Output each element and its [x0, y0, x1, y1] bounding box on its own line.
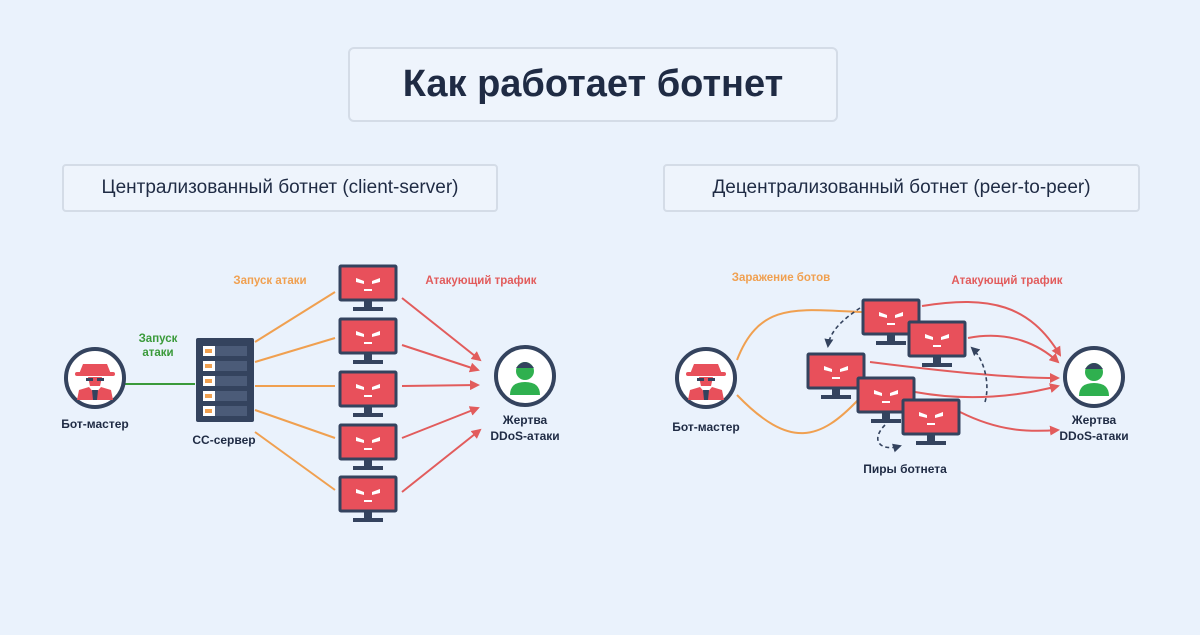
infection-lines — [736, 309, 863, 435]
victim-label-left-2: DDoS-атаки — [490, 429, 559, 443]
bot-monitor — [338, 317, 398, 366]
peer-monitor — [907, 320, 967, 369]
peer-arrows — [824, 307, 988, 453]
botmaster-label-right: Бот-мастер — [672, 420, 739, 434]
left-heading: Централизованный ботнет (client-server) — [101, 177, 459, 198]
bot-monitor — [338, 423, 398, 472]
victim-label-right-1: Жертва — [1071, 413, 1117, 427]
victim-label-left-1: Жертва — [502, 413, 548, 427]
bot-monitor — [338, 264, 398, 313]
centralized-diagram: Бот-мастер — [61, 264, 560, 524]
botmaster-avatar-right — [675, 347, 737, 409]
botmaster-label-left: Бот-мастер — [61, 417, 128, 431]
attack-arrows-right — [869, 300, 1062, 436]
botmaster-avatar-left — [64, 347, 126, 409]
infection-label: Заражение ботов — [732, 272, 830, 284]
victim-avatar-left — [494, 345, 556, 407]
launch-label-left: Запуск атаки — [233, 275, 306, 287]
attack-arrows-left — [401, 297, 482, 493]
peer-monitor — [806, 352, 866, 401]
right-heading-box: Децентрализованный ботнет (peer-to-peer) — [663, 164, 1140, 212]
bot-monitor — [338, 475, 398, 524]
launch-lines — [254, 291, 336, 491]
peers-label: Пиры ботнета — [863, 462, 947, 476]
cc-server — [196, 338, 254, 422]
traffic-label-right: Атакующий трафик — [951, 275, 1062, 287]
right-heading: Децентрализованный ботнет (peer-to-peer) — [712, 177, 1091, 198]
cc-server-label: CC-сервер — [192, 433, 255, 447]
victim-label-right-2: DDoS-атаки — [1059, 429, 1128, 443]
peer-monitor — [901, 398, 961, 447]
bot-monitor — [338, 370, 398, 419]
left-heading-box: Централизованный ботнет (client-server) — [62, 164, 498, 212]
page-title: Как работает ботнет — [402, 63, 784, 105]
victim-avatar-right — [1063, 346, 1125, 408]
traffic-label-left: Атакующий трафик — [425, 275, 536, 287]
decentralized-diagram: Бот-мастер Заражение ботов Атакующий тра… — [672, 272, 1128, 476]
title-box: Как работает ботнет — [348, 47, 838, 122]
